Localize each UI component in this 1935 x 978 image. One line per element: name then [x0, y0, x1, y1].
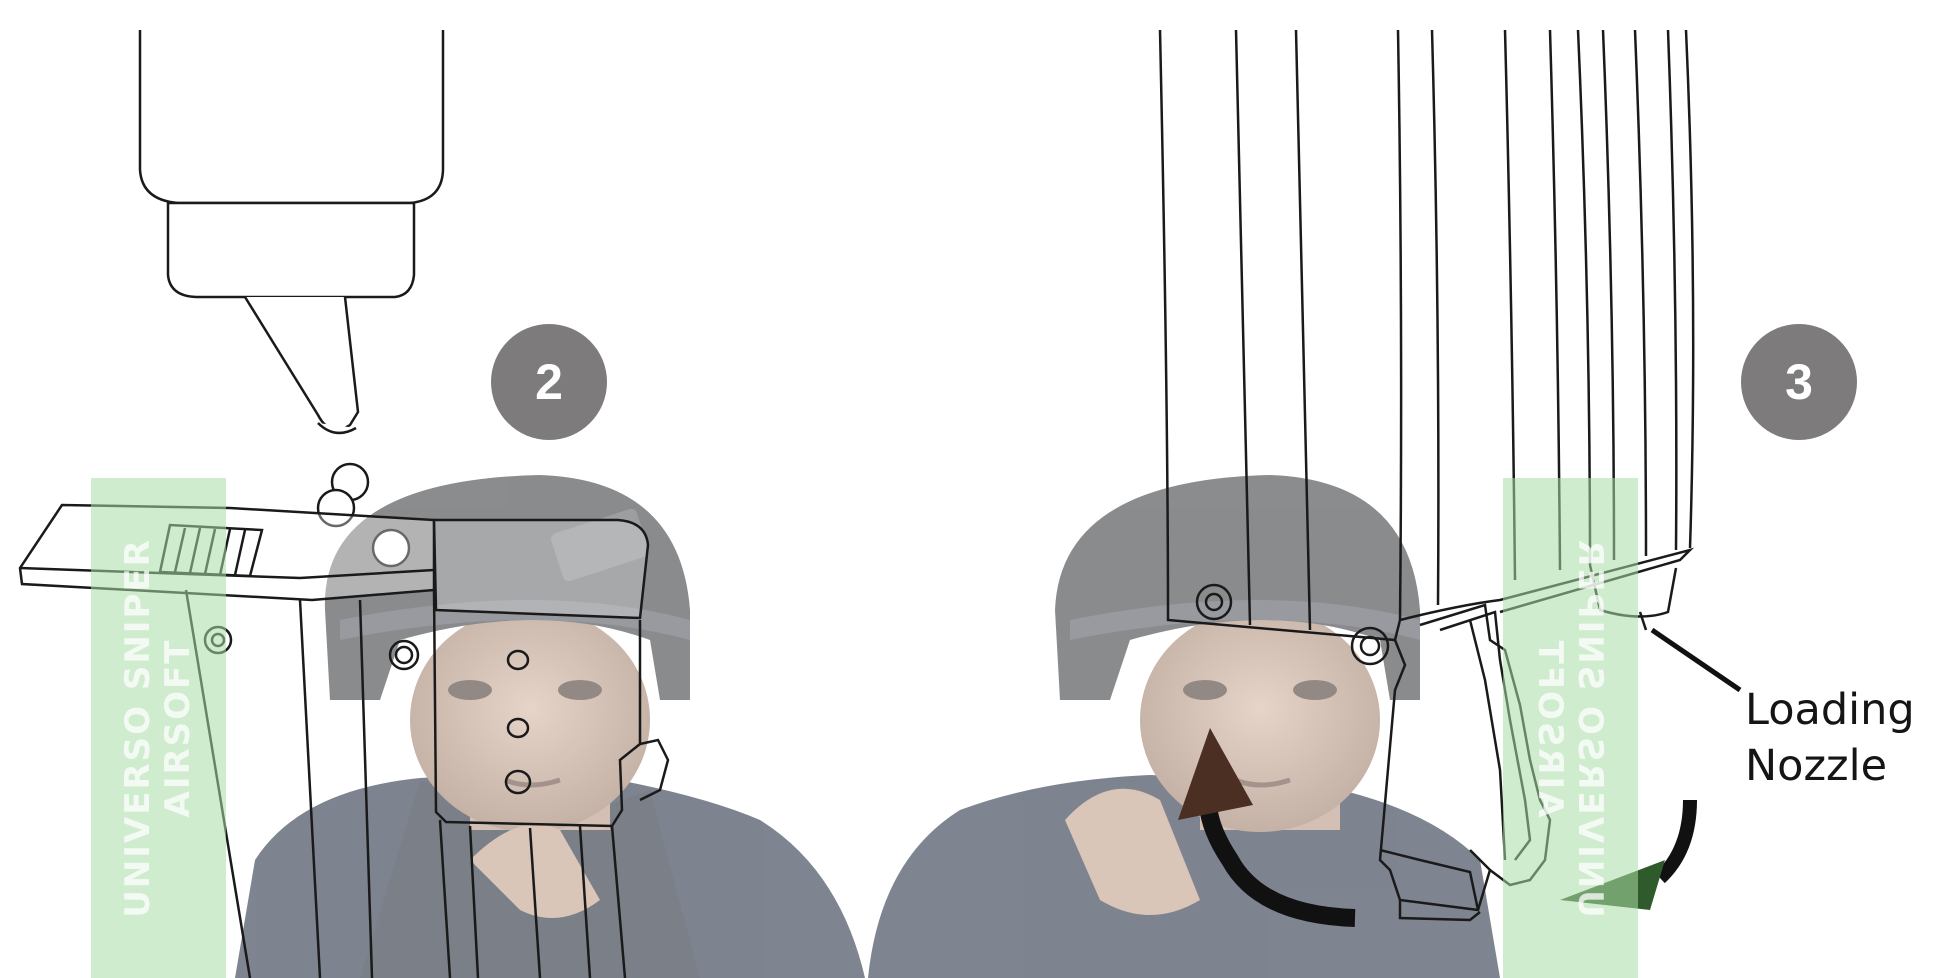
loading-nozzle-label: Loading Nozzle	[1745, 682, 1915, 794]
step-3-badge: 3	[1741, 324, 1857, 440]
watermark-line2-mirrored: AIRSOFT	[1530, 638, 1570, 818]
watermark-text-left: UNIVERSO SNIPER AIRSOFT	[118, 538, 198, 918]
watermark-band-right	[1503, 478, 1638, 978]
watermark-line1: UNIVERSO SNIPER	[118, 538, 158, 918]
watermark-line1-mirrored: UNIVERSO SNIPER	[1570, 538, 1610, 918]
bb-pellets	[316, 462, 411, 568]
person-photo-right	[868, 475, 1500, 978]
watermark-line2: AIRSOFT	[158, 638, 198, 818]
rotate-arrow-left	[1178, 728, 1356, 927]
bb-bottle	[138, 30, 445, 435]
step-2-badge: 2	[491, 324, 607, 440]
callout-line2: Nozzle	[1745, 741, 1888, 791]
watermark-text-right: UNIVERSO SNIPER AIRSOFT	[1530, 538, 1610, 918]
person-photo-left	[235, 475, 865, 978]
nozzle-leader-line	[1650, 627, 1742, 693]
callout-line1: Loading	[1745, 685, 1915, 735]
watermark-band-left	[91, 478, 226, 978]
